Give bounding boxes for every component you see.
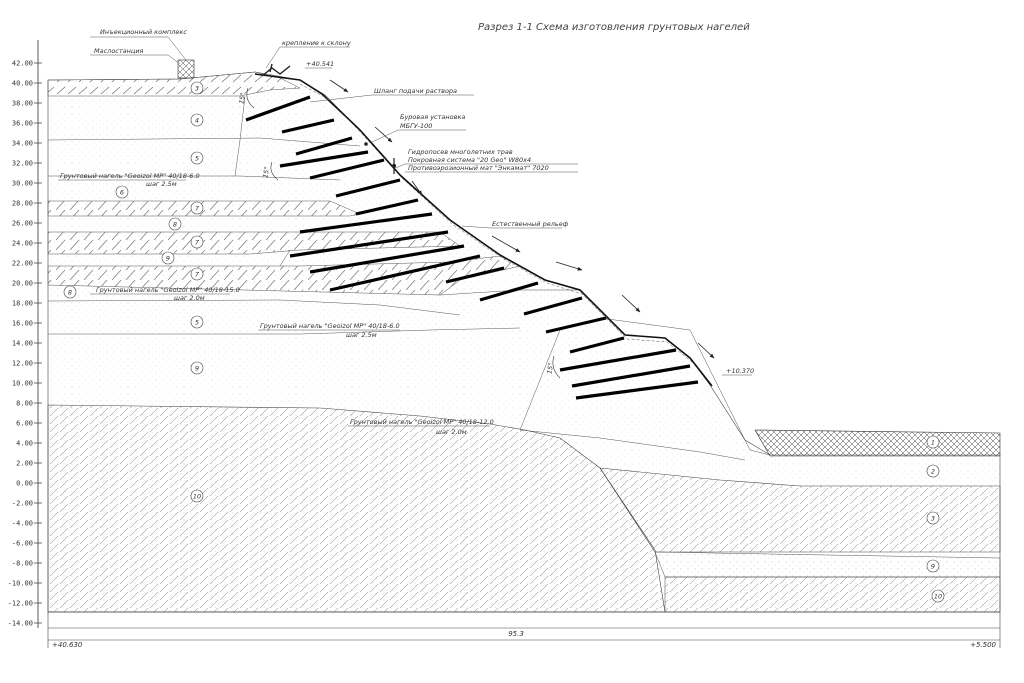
layer-num-9a: 9 [166, 255, 170, 263]
scale-label: -10.00 [8, 580, 33, 588]
injection-complex-icon [177, 59, 195, 79]
scale-label: -14.00 [8, 620, 33, 628]
drill-rig-icon [261, 63, 291, 77]
scale-label: 32.00 [12, 160, 33, 168]
layer-num-5: 5 [195, 155, 199, 163]
scale-label: 14.00 [12, 340, 33, 348]
layer-num-6: 6 [120, 189, 124, 197]
slope-anchor-label: крепление к склону [282, 39, 351, 47]
nail-label-1: Грунтовый нагель "Geoizol MP" 40/18-6.0 [60, 172, 200, 180]
nail-label-2: Грунтовый нагель "Geoizol MP" 40/18-15.0 [96, 286, 240, 294]
dimension-strip [47, 611, 1001, 648]
scale-label: 22.00 [12, 260, 33, 268]
layer-7-upper [47, 200, 361, 217]
scale-label: 24.00 [12, 240, 33, 248]
slope-facing [254, 73, 713, 387]
injection-complex-label: Инъекционный комплекс [100, 28, 187, 36]
equipment-group [177, 59, 397, 174]
layer-num-8a: 8 [173, 221, 177, 229]
drill-rig-label: Буровая установка [400, 113, 465, 121]
layer-num-7b: 7 [195, 239, 200, 247]
drawing-title: Разрез 1-1 Схема изготовления грунтовых … [478, 22, 750, 33]
layer-num-7a: 7 [195, 205, 200, 213]
erosion-mat-label: Противоэрозионный мат "Энкамат" 7020 [408, 164, 549, 172]
scale-label: 2.00 [16, 460, 33, 468]
nail-label-3: Грунтовый нагель "Geoizol MP" 40/18-6.0 [260, 322, 400, 330]
scale-label: 12.00 [12, 360, 33, 368]
nail-step-2: шаг 2.0м [174, 294, 205, 302]
scale-label: 38.00 [12, 100, 33, 108]
layer-num-3: 3 [195, 85, 199, 93]
dimension-left-mark: +40.630 [52, 641, 83, 649]
angle-markers [246, 87, 561, 379]
layer-num-r9: 9 [931, 563, 935, 571]
layer-num-r3: 3 [931, 515, 935, 523]
hose-label: Шланг подачи раствора [374, 87, 457, 95]
scale-label: 20.00 [12, 280, 33, 288]
scale-label: -2.00 [12, 500, 33, 508]
scale-label: 28.00 [12, 200, 33, 208]
hydroseed-label: Гидропосев многолетних трав [408, 148, 513, 156]
scale-label: 4.00 [16, 440, 33, 448]
flow-arrows [329, 79, 715, 359]
elevation-scale: 42.00 40.00 38.00 36.00 34.00 32.00 30.00 28.00… [8, 40, 42, 628]
layer-num-r10: 10 [934, 593, 942, 601]
soil-body [47, 71, 1001, 613]
scale-label: -8.00 [12, 560, 33, 568]
scale-label: -6.00 [12, 540, 33, 548]
scale-label: 0.00 [16, 480, 33, 488]
drill-rig-model-label: МБГУ-100 [400, 122, 432, 130]
scale-label: 16.00 [12, 320, 33, 328]
scale-label: 6.00 [16, 420, 33, 428]
nail-label-4: Грунтовый нагель "Geoizol MP" 40/18-12.0 [350, 418, 494, 426]
scale-label: 18.00 [12, 300, 33, 308]
natural-relief-label: Естественный рельеф [492, 220, 569, 228]
scale-label: 42.00 [12, 60, 33, 68]
layer-numbers: 3 4 5 6 7 8 7 9 7 8 5 9 10 1 2 3 9 10 [68, 85, 942, 601]
layer-1-right [754, 429, 1001, 457]
top-elevation-mark: +40.541 [306, 60, 334, 68]
layer-num-r1: 1 [931, 439, 935, 447]
layer-num-4: 4 [195, 117, 199, 125]
scale-label: 40.00 [12, 80, 33, 88]
dimension-right-mark: +5.500 [970, 641, 996, 649]
angle-label-2: 15° [261, 166, 271, 179]
nail-step-1: шаг 2.5м [146, 180, 177, 188]
scale-label: -4.00 [12, 520, 33, 528]
layer-num-7c: 7 [195, 271, 200, 279]
scale-label: -12.00 [8, 600, 33, 608]
layer-num-r2: 2 [931, 468, 935, 476]
scale-label: 26.00 [12, 220, 33, 228]
scale-label: 34.00 [12, 140, 33, 148]
scale-label: 10.00 [12, 380, 33, 388]
dimension-length: 95.3 [508, 630, 524, 638]
scale-label: 36.00 [12, 120, 33, 128]
nail-step-3: шаг 2.5м [346, 331, 377, 339]
scale-label: 8.00 [16, 400, 33, 408]
layer-num-8b: 8 [68, 289, 72, 297]
layer-num-10: 10 [193, 493, 201, 501]
layer-10-right [664, 576, 1001, 613]
angle-label-1: 15° [237, 92, 247, 105]
oil-station-label: Маслостанция [94, 47, 144, 55]
angle-label-3: 15° [545, 362, 555, 375]
layer-3 [47, 71, 301, 97]
scale-label: 30.00 [12, 180, 33, 188]
bottom-elevation-mark: +10.370 [726, 367, 754, 375]
layer-num-5b: 5 [195, 319, 199, 327]
layer-num-9b: 9 [195, 365, 199, 373]
soil-nails [245, 95, 699, 400]
nail-step-4: шаг 2.0м [436, 428, 467, 436]
cover-system-label: Покровная система "20 Geo" W80x4 [408, 156, 531, 164]
layer-markers [63, 81, 945, 603]
